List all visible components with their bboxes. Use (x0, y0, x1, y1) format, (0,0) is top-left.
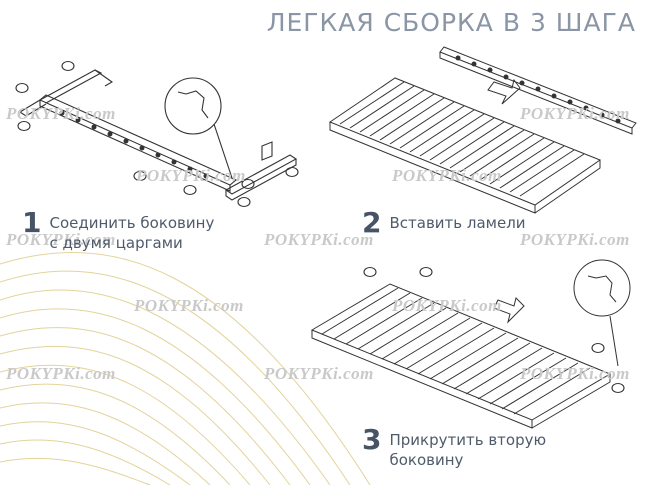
watermark: POKYPKi.com (136, 166, 246, 185)
step-number: 1 (22, 206, 42, 239)
step-1: 1 Соединить боковину с двумя царгами (22, 208, 214, 253)
step-line: боковину (389, 451, 464, 469)
watermark: POKYPKi.com (6, 104, 116, 123)
watermark: POKYPKi.com (520, 104, 630, 123)
step-description: Прикрутить вторую боковину (389, 425, 546, 470)
watermark: POKYPKi.com (134, 296, 244, 315)
watermark: POKYPKi.com (6, 364, 116, 383)
watermark: POKYPKi.com (264, 230, 374, 249)
watermark: POKYPKi.com (520, 230, 630, 249)
step-number: 3 (362, 423, 382, 456)
step-line: с двумя царгами (49, 234, 183, 252)
step-description: Соединить боковину с двумя царгами (49, 208, 214, 253)
step-line: Прикрутить вторую (389, 431, 547, 449)
step-2: 2 Вставить ламели (362, 208, 526, 238)
watermark: POKYPKi.com (520, 364, 630, 383)
step-line: Вставить ламели (389, 214, 526, 232)
step-number: 2 (362, 206, 382, 239)
watermark: POKYPKi.com (264, 364, 374, 383)
step-description: Вставить ламели (389, 208, 525, 233)
page-title: ЛЕГКАЯ СБОРКА В 3 ШАГА (266, 8, 636, 37)
step-3: 3 Прикрутить вторую боковину (362, 425, 546, 470)
step-line: Соединить боковину (49, 214, 215, 232)
watermark: POKYPKi.com (6, 230, 116, 249)
watermark: POKYPKi.com (392, 166, 502, 185)
watermark: POKYPKi.com (392, 296, 502, 315)
